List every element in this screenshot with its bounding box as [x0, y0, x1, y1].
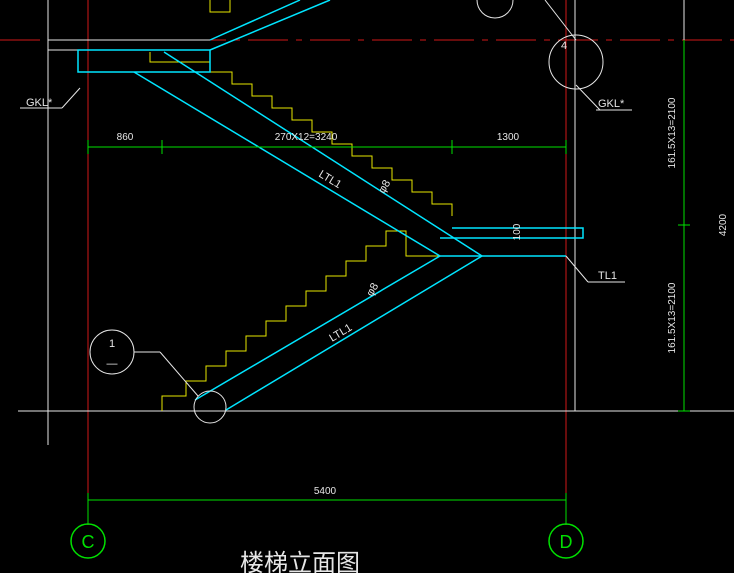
gkl-right-circle [548, 34, 604, 90]
reference-lines [18, 0, 734, 445]
section-leader-2 [159, 351, 199, 397]
label-upper-mark: 4 [561, 40, 567, 52]
label-ltl-upper: LTL1 [316, 168, 343, 191]
gkl-left-leader [61, 87, 81, 109]
label-slope-upper: φ8 [376, 178, 393, 195]
upper-steps [209, 0, 231, 13]
label-gkl-left: GKL* [26, 97, 53, 109]
label-section-mark: — [107, 358, 118, 370]
dim-upper-flight: 161.5X13=2100 [667, 97, 678, 168]
label-gkl-right: GKL* [598, 98, 625, 110]
lower-flight-beam [194, 255, 483, 411]
upper-section-leader [544, 0, 577, 41]
base-circle [193, 390, 227, 424]
axis-bubble-c [70, 523, 106, 559]
label-section-number: 1 [109, 338, 115, 350]
dim-lower-flight: 161.5X13=2100 [667, 282, 678, 353]
upper-flight-beam [133, 51, 483, 257]
stair-structure [77, 0, 584, 411]
dim-right-span: 1300 [497, 132, 520, 143]
mid-landing [440, 227, 584, 257]
gkl-right-leader [575, 84, 601, 111]
tl-leader [565, 255, 589, 283]
stair-steps [149, 0, 453, 411]
dimension-lines [87, 40, 690, 524]
dim-slab: 100 [512, 223, 523, 240]
middle-steps [149, 52, 453, 216]
label-tl: TL1 [598, 270, 617, 282]
axis-label-d: D [560, 532, 573, 552]
axis-label-c: C [82, 532, 95, 552]
dim-total: 5400 [314, 486, 337, 497]
lower-steps [161, 230, 440, 411]
upper-slab [209, 0, 331, 51]
upper-section-circle [476, 0, 514, 19]
axis-bubble-d [548, 523, 584, 559]
dim-height-total: 4200 [718, 213, 729, 236]
dim-middle-span: 270X12=3240 [275, 132, 338, 143]
grid-lines [0, 0, 734, 525]
drawing-title: 楼梯立面图 [240, 549, 360, 573]
leaders [20, 0, 632, 424]
label-slope-lower: φ8 [364, 281, 381, 298]
axis-bubbles [70, 523, 584, 559]
dim-left-span: 860 [117, 132, 134, 143]
upper-landing [77, 49, 211, 73]
